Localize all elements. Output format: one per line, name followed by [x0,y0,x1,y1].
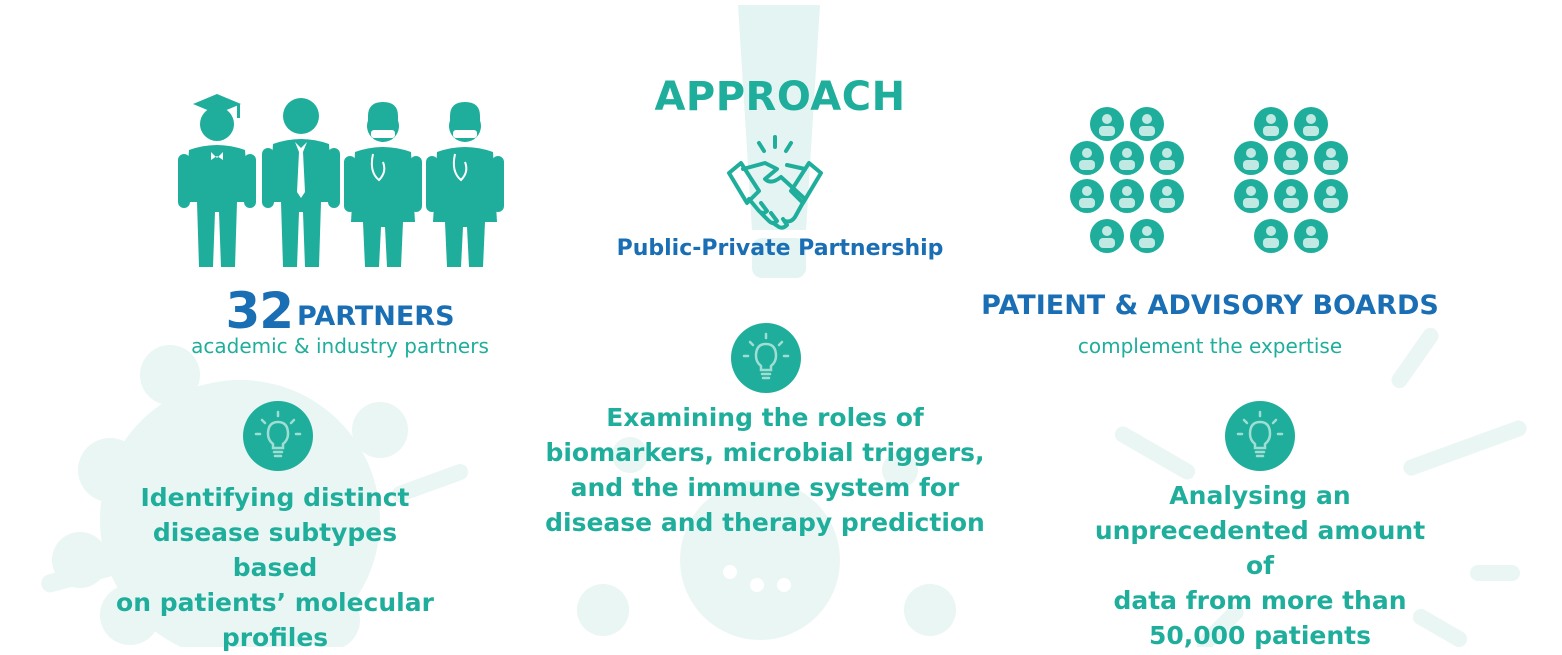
text-line: biomarkers, microbial triggers, [545,438,985,467]
partners-subtitle: academic & industry partners [191,334,489,358]
public-private-partnership-label: Public-Private Partnership [616,236,944,261]
text-line: Analysing an [1169,481,1351,510]
user-groups-icon [1070,107,1184,253]
text-line: disease and therapy prediction [545,508,985,537]
subtypes-text: Identifying distinct disease subtypes ba… [110,480,440,655]
text-line: Identifying distinct [140,483,410,512]
partners-count: 32 [225,282,294,340]
text-line: unprecedented amount of [1094,516,1426,580]
text-line: profiles [221,623,329,652]
lightbulb-icon [1225,401,1295,471]
text-line: 50,000 patients [1148,621,1372,650]
text-line: Examining the roles of [606,403,924,432]
data-analysis-text: Analysing an unprecedented amount of dat… [1080,478,1440,653]
boards-title: PATIENT & ADVISORY BOARDS [981,290,1439,321]
biomarkers-text: Examining the roles of biomarkers, micro… [545,400,985,540]
text-line: disease subtypes based [152,518,398,582]
partners-label: PARTNERS [297,301,455,332]
text-line: and the immune system for [570,473,960,502]
handshake-icon [727,135,823,230]
lightbulb-icon [731,323,801,393]
text-line: on patients’ molecular [116,588,434,617]
lightbulb-icon [243,401,313,471]
boards-subtitle: complement the expertise [1077,334,1343,358]
text-line: data from more than [1113,586,1407,615]
approach-title: APPROACH [654,74,906,120]
user-groups-icon [1234,107,1348,253]
people-icon [178,94,504,267]
